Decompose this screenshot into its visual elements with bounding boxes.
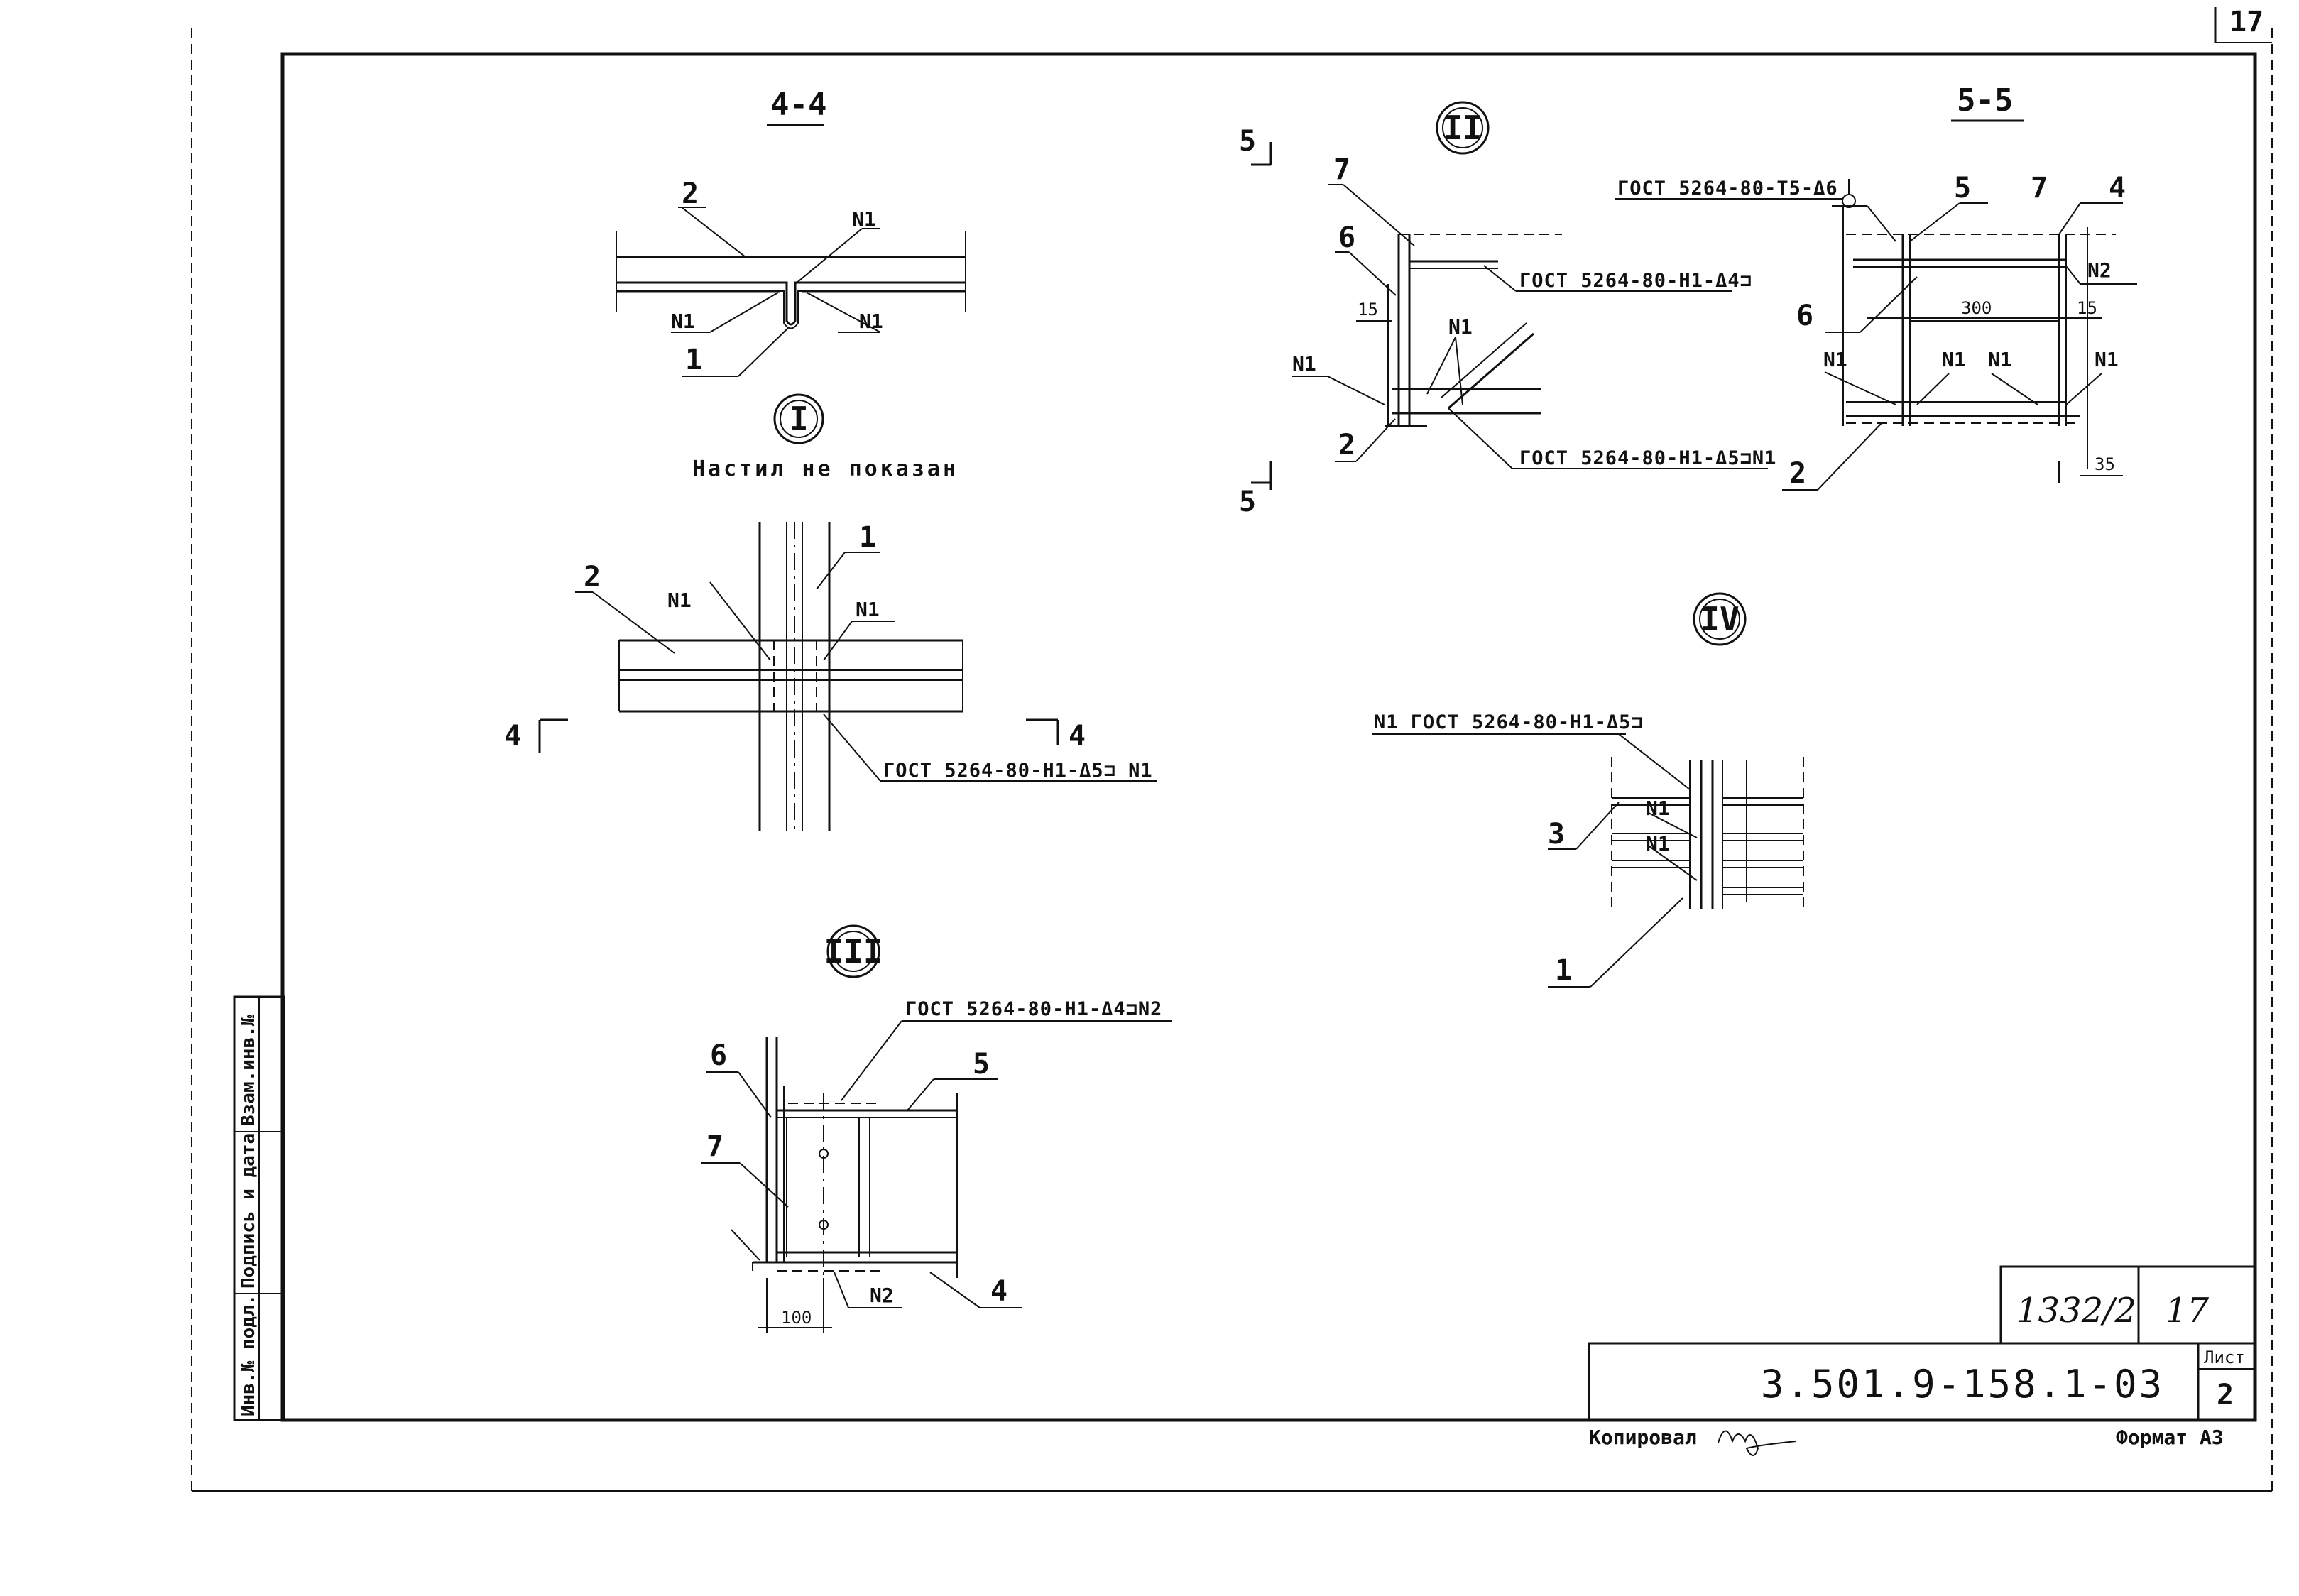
node-3-label-4: 4 (990, 1275, 1007, 1308)
node-1: I Настил не показан 2 N1 1 N1 4 (504, 393, 1157, 831)
cut-5-top: 5 (1239, 125, 1256, 158)
node-2-marker: II (1443, 109, 1482, 147)
node-2-label-2: 2 (1338, 429, 1355, 461)
copyist-signature (1718, 1430, 1797, 1456)
stamp-inv-podl: Инв.№ подл. (238, 1294, 259, 1416)
title-sheet-no: 2 (2217, 1379, 2234, 1411)
dim-15: 15 (2077, 298, 2097, 318)
node-2-label-6: 6 (1338, 222, 1355, 254)
cut-5-bottom: 5 (1239, 486, 1256, 518)
label-n1-c: N1 (1988, 348, 2012, 371)
node-3: III ГОСТ 5264-80-Н1-Δ4⊐N2 (701, 924, 1172, 1333)
label-n1-d: N1 (2095, 348, 2119, 371)
section-5-5-title: 5-5 (1957, 82, 2013, 119)
title-sheet-label: Лист (2204, 1348, 2245, 1367)
section-5-5-weld: ГОСТ 5264-80-Т5-Δ6 (1617, 177, 1838, 200)
node-1-label-1: 1 (859, 521, 876, 554)
section-5-5: 5-5 ГОСТ 5 (1615, 82, 2137, 491)
node-4-weld: N1 ГОСТ 5264-80-Н1-Δ5⊐ (1374, 711, 1644, 733)
node-1-label-n1-left: N1 (667, 589, 692, 612)
cut-4-right: 4 (1069, 720, 1086, 753)
node-2-label-n1-mid: N1 (1448, 315, 1473, 339)
node-2-label-7: 7 (1333, 153, 1350, 186)
node-4: IV N1 ГОСТ 5264-80-Н1-Δ5⊐ (1372, 592, 1804, 988)
node-4-label-n1-b: N1 (1646, 832, 1670, 856)
label-n1-right: N1 (859, 310, 883, 333)
sheet-frame (191, 7, 2273, 1492)
stamp-vzam-inv: Взам.инв.№ (238, 1015, 259, 1126)
node-3-label-n2: N2 (870, 1284, 894, 1307)
title-album: 1332/2 (2016, 1291, 2136, 1330)
footer-format: Формат А3 (2116, 1426, 2224, 1449)
label-n1-left: N1 (671, 310, 695, 333)
node-3-label-7: 7 (706, 1130, 723, 1163)
node-1-label-2: 2 (584, 561, 601, 594)
node-2: II 5 5 7 6 15 (1239, 101, 1776, 518)
node-2-label-n1-left: N1 (1292, 352, 1316, 376)
label-1: 1 (685, 344, 702, 376)
node-1-weld-callout: ГОСТ 5264-80-Н1-Δ5⊐ N1 (883, 760, 1153, 782)
label-2: 2 (1789, 457, 1806, 490)
node-1-label-n1-right: N1 (856, 598, 880, 621)
node-3-label-5: 5 (973, 1048, 990, 1081)
stamp-podpis-data: Подпись и дата (238, 1133, 259, 1289)
title-block: 1332/2 17 3.501.9-158.1-03 Лист 2 (1588, 1265, 2256, 1421)
section-4-4-title: 4-4 (770, 87, 826, 123)
title-designation: 3.501.9-158.1-03 (1761, 1362, 2164, 1406)
footer-copied: Копировал (1589, 1426, 1697, 1449)
label-n1-b: N1 (1942, 348, 1966, 371)
label-5: 5 (1954, 172, 1971, 204)
title-album-sheet: 17 (2166, 1291, 2210, 1330)
dim-35: 35 (2095, 454, 2115, 474)
node-4-label-1: 1 (1555, 954, 1572, 987)
label-4: 4 (2109, 172, 2126, 204)
node-2-weld-top: ГОСТ 5264-80-Н1-Δ4⊐ (1519, 270, 1752, 292)
node-4-label-n1-a: N1 (1646, 797, 1670, 820)
label-7: 7 (2031, 172, 2048, 204)
label-6: 6 (1796, 300, 1813, 332)
label-n1-a: N1 (1823, 348, 1847, 371)
dim-300: 300 (1961, 298, 1992, 318)
cut-4-left: 4 (504, 720, 521, 753)
node-3-weld: ГОСТ 5264-80-Н1-Δ4⊐N2 (905, 998, 1162, 1020)
node-1-marker: I (789, 400, 809, 438)
node-4-label-3: 3 (1548, 818, 1565, 851)
node-2-weld-bottom: ГОСТ 5264-80-Н1-Δ5⊐N1 (1519, 447, 1776, 469)
label-n2: N2 (2087, 258, 2112, 282)
label-2: 2 (682, 177, 699, 210)
side-stamp: Инв.№ подл. Подпись и дата Взам.инв.№ (233, 995, 285, 1421)
label-n1-top: N1 (852, 207, 876, 231)
section-4-4: 4-4 2 N1 N1 N1 1 (616, 87, 966, 377)
node-3-marker: III (824, 932, 883, 971)
node-2-label-15: 15 (1358, 300, 1378, 319)
node-3-label-6: 6 (710, 1039, 727, 1072)
sheet-number-top: 17 (2229, 6, 2263, 38)
node-4-marker: IV (1700, 600, 1739, 638)
node-3-dim-100: 100 (781, 1308, 812, 1328)
node-1-note: Настил не показан (692, 457, 959, 481)
